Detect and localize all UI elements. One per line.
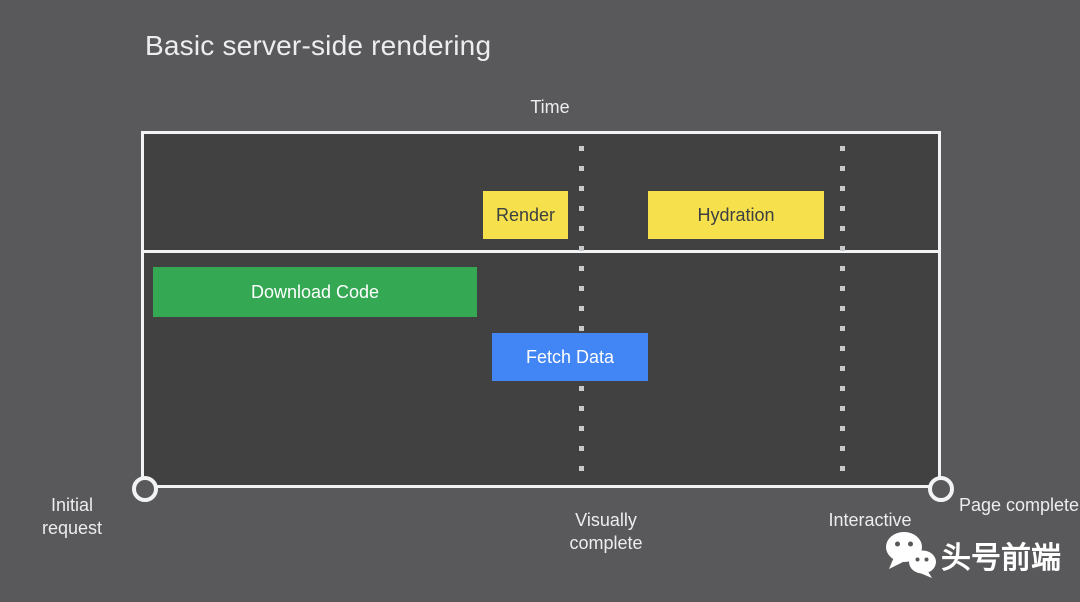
bar-fetch-data-label: Fetch Data <box>525 346 615 367</box>
milestone-page-complete: Page complete <box>958 495 1080 515</box>
watermark-text: 头号前端 <box>941 542 1061 575</box>
bar-download-code: Download Code <box>153 267 477 317</box>
bar-render-label: Render <box>495 204 556 225</box>
milestone-initial-request: Initial request <box>41 495 103 538</box>
initial-request-node <box>132 476 158 502</box>
bar-render: Render <box>483 191 568 239</box>
milestone-interactive: Interactive <box>828 510 912 530</box>
wechat-icon <box>886 532 936 578</box>
visually-complete-guideline <box>579 146 584 484</box>
bar-fetch-data: Fetch Data <box>492 333 648 381</box>
milestone-visually-complete: Visually complete <box>569 510 643 553</box>
watermark: 头号前端 <box>884 531 1061 579</box>
time-axis-label: Time <box>530 97 570 117</box>
bar-hydration: Hydration <box>648 191 824 239</box>
lane-divider <box>141 250 941 253</box>
interactive-guideline <box>840 146 845 484</box>
page-title: Basic server-side rendering <box>145 30 492 61</box>
bar-hydration-label: Hydration <box>697 204 775 225</box>
page-complete-node <box>928 476 954 502</box>
bar-download-code-label: Download Code <box>250 281 380 302</box>
